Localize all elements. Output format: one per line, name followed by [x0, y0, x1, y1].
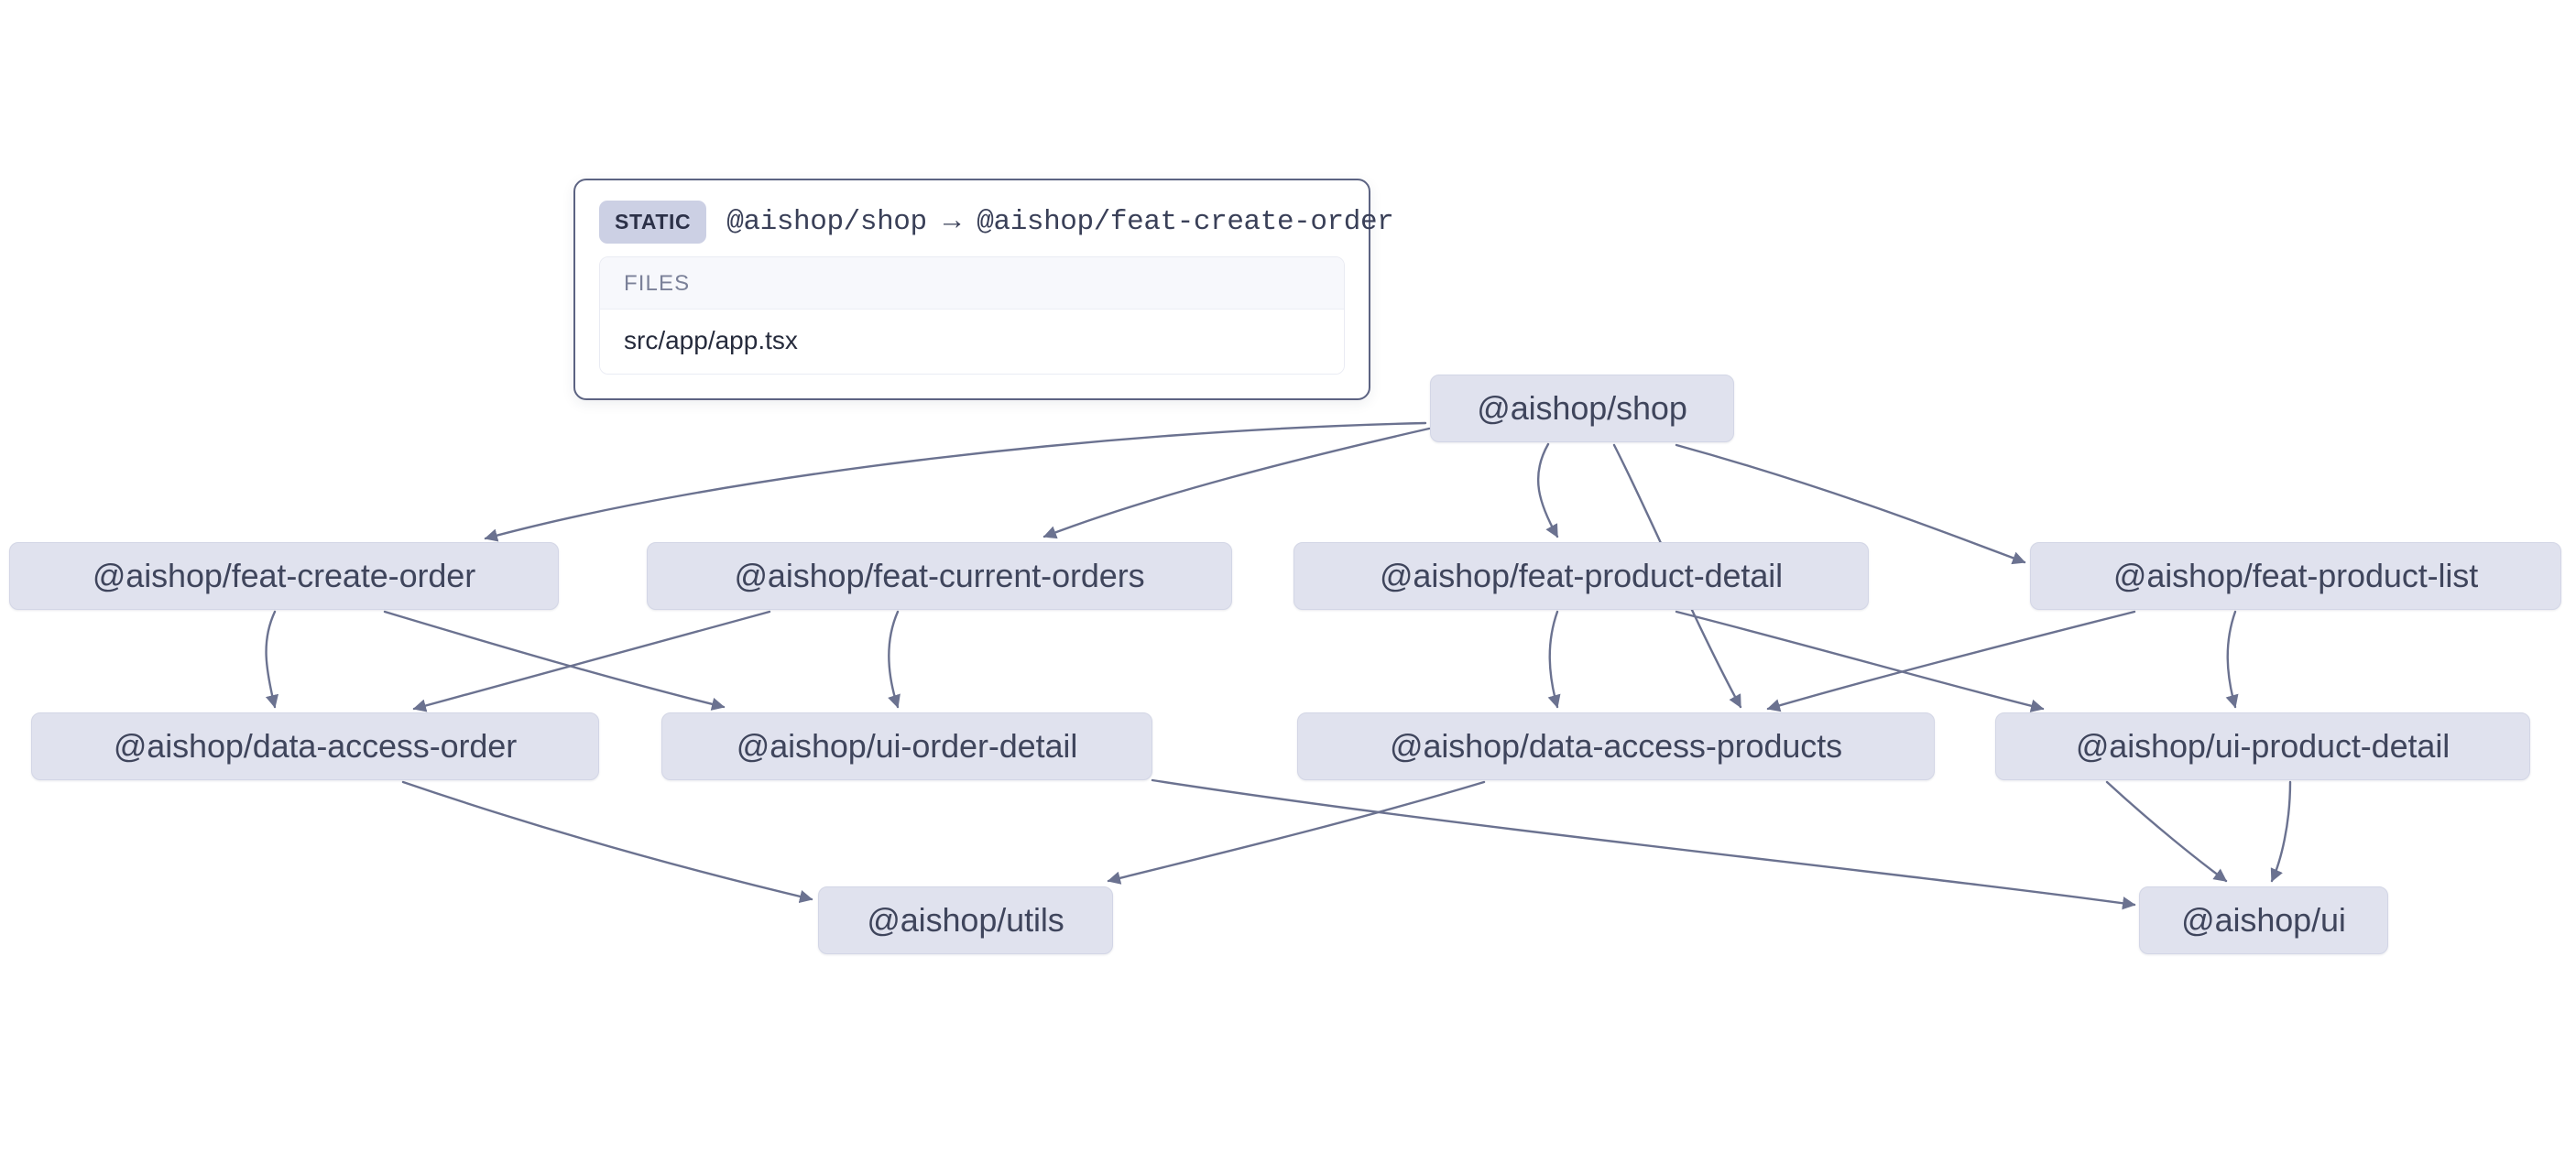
- dependency-type-badge: STATIC: [599, 201, 707, 244]
- graph-edge-feat-create-order-to-data-access-order: [265, 610, 279, 709]
- graph-edge-ui-product-detail-to-ui: [2270, 780, 2292, 883]
- graph-node-label: @aishop/data-access-order: [113, 727, 518, 765]
- graph-node-feat-product-detail[interactable]: @aishop/feat-product-detail: [1293, 542, 1869, 610]
- graph-edge-feat-product-detail-to-ui-product-detail: [1675, 610, 2045, 712]
- graph-edge-data-access-products-to-utils: [1107, 780, 1486, 885]
- tooltip-title: @aishop/shop → @aishop/feat-create-order: [726, 206, 1394, 238]
- graph-edges-group: [265, 421, 2292, 910]
- tooltip-header: STATIC @aishop/shop → @aishop/feat-creat…: [575, 180, 1394, 256]
- graph-node-label: @aishop/feat-create-order: [92, 557, 476, 594]
- graph-edge-feat-current-orders-to-data-access-order: [412, 610, 771, 712]
- graph-node-label: @aishop/feat-product-list: [2112, 557, 2479, 594]
- graph-node-data-access-products[interactable]: @aishop/data-access-products: [1297, 712, 1935, 780]
- graph-node-ui-product-detail[interactable]: @aishop/ui-product-detail: [1995, 712, 2530, 780]
- graph-edge-feat-create-order-to-ui-order-detail: [383, 610, 726, 711]
- graph-edge-data-access-order-to-utils: [401, 780, 813, 904]
- graph-edge-shop-to-feat-create-order: [484, 421, 1427, 542]
- graph-node-label: @aishop/ui-product-detail: [2075, 727, 2450, 765]
- graph-node-shop[interactable]: @aishop/shop: [1430, 375, 1734, 442]
- graph-node-label: @aishop/shop: [1477, 389, 1687, 427]
- graph-node-ui[interactable]: @aishop/ui: [2139, 886, 2388, 954]
- graph-edge-feat-product-list-to-data-access-products: [1766, 610, 2136, 712]
- graph-edge-shop-to-feat-current-orders: [1042, 427, 1431, 539]
- files-section-heading: FILES: [600, 257, 1344, 310]
- graph-node-label: @aishop/ui-order-detail: [736, 727, 1078, 765]
- graph-edge-feat-current-orders-to-ui-order-detail: [888, 610, 901, 709]
- graph-edge-feat-product-detail-to-data-access-products: [1547, 610, 1561, 709]
- graph-node-label: @aishop/data-access-products: [1390, 727, 1842, 765]
- graph-node-feat-product-list[interactable]: @aishop/feat-product-list: [2030, 542, 2561, 610]
- graph-node-label: @aishop/utils: [867, 901, 1064, 939]
- graph-edge-shop-to-feat-product-detail: [1536, 442, 1559, 538]
- graph-node-feat-create-order[interactable]: @aishop/feat-create-order: [9, 542, 559, 610]
- graph-node-ui-order-detail[interactable]: @aishop/ui-order-detail: [661, 712, 1152, 780]
- graph-node-data-access-order[interactable]: @aishop/data-access-order: [31, 712, 599, 780]
- edge-detail-tooltip[interactable]: STATIC @aishop/shop → @aishop/feat-creat…: [573, 179, 1394, 400]
- graph-node-utils[interactable]: @aishop/utils: [818, 886, 1113, 954]
- files-list: src/app/app.tsx: [600, 310, 1344, 374]
- graph-edge-ui-product-detail-to-ui: [2105, 780, 2228, 883]
- graph-node-feat-current-orders[interactable]: @aishop/feat-current-orders: [647, 542, 1232, 610]
- graph-node-label: @aishop/feat-current-orders: [734, 557, 1145, 594]
- graph-node-label: @aishop/feat-product-detail: [1379, 557, 1784, 594]
- graph-node-label: @aishop/ui: [2181, 901, 2346, 939]
- tooltip-files-panel: FILES src/app/app.tsx: [599, 256, 1345, 375]
- graph-edge-ui-order-detail-to-ui: [1151, 778, 2136, 910]
- file-row[interactable]: src/app/app.tsx: [624, 326, 798, 354]
- graph-edge-feat-product-list-to-ui-product-detail: [2225, 610, 2239, 709]
